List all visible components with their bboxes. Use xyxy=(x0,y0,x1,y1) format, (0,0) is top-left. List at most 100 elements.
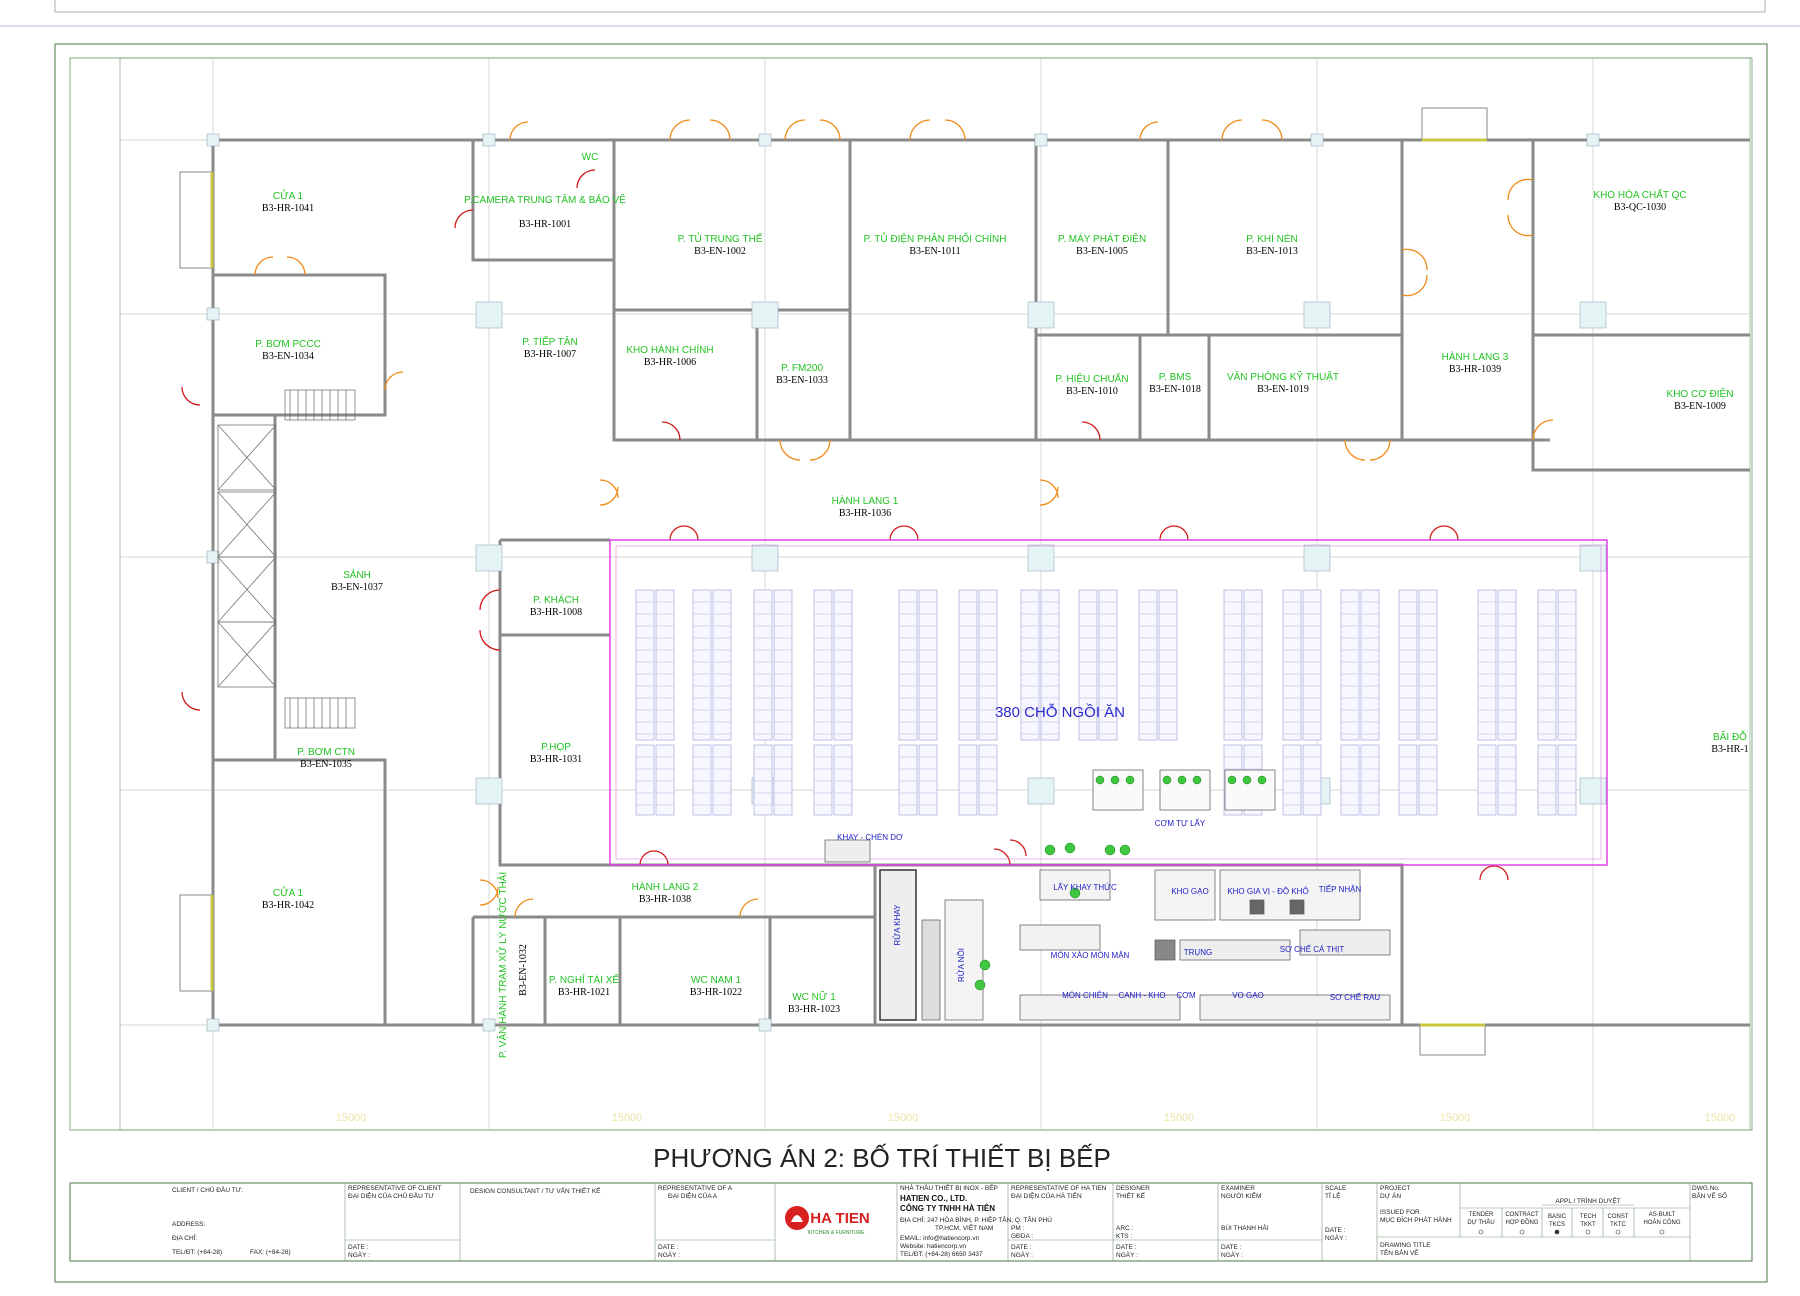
tb-company-tel: TEL/ĐT: (+84-28) 6650 3437 xyxy=(900,1251,983,1258)
grid-dim-3: 15000 xyxy=(888,1112,919,1124)
logo-text: HA TIEN xyxy=(810,1210,869,1227)
zone-label: TIẾP NHẬN xyxy=(1319,884,1362,894)
dining-table xyxy=(978,744,998,816)
zone-label: SƠ CHẾ RAU xyxy=(1330,992,1381,1002)
tb-dia-chi: ĐỊA CHỈ: xyxy=(172,1233,197,1242)
tb-drawing-title: DRAWING TITLE xyxy=(1380,1242,1431,1249)
dining-table xyxy=(1302,589,1322,741)
room-code: B3-EN-1032 xyxy=(518,944,529,996)
dining-table xyxy=(692,589,712,741)
tb-fax: FAX: (+84-28) xyxy=(250,1249,291,1256)
tb-ngay: NGÀY : xyxy=(348,1250,370,1259)
room-name: WC xyxy=(582,152,599,163)
tb-date: DATE : xyxy=(348,1244,369,1251)
tb-status-en: BASIC xyxy=(1548,1214,1567,1220)
room-code: B3-HR-1007 xyxy=(524,349,576,360)
tb-kts: KTS : xyxy=(1116,1233,1132,1240)
tb-examiner-name: BÙI THANH HẢI xyxy=(1221,1223,1269,1232)
exterior-openings xyxy=(179,107,1488,1056)
room-code: B3-EN-1009 xyxy=(1674,401,1726,412)
room-name: WC NỮ 1 xyxy=(792,990,836,1003)
tb-date-d: DATE : xyxy=(1116,1244,1137,1251)
dining-tables xyxy=(635,589,1577,816)
tb-rep-a-vi: ĐẠI DIỆN CỦA A xyxy=(668,1191,718,1200)
dining-table xyxy=(655,589,675,741)
room-name: P. TỦ TRUNG THẾ xyxy=(678,232,763,245)
tb-status-vi: HỢP ĐỒNG xyxy=(1505,1219,1538,1226)
tb-ngay-e: NGÀY : xyxy=(1221,1250,1243,1259)
drawing-title: PHƯƠNG ÁN 2: BỐ TRÍ THIẾT BỊ BẾP xyxy=(653,1143,1111,1173)
tb-scale-vi: TỈ LỆ xyxy=(1325,1191,1341,1200)
kitchen-equipment xyxy=(824,769,1391,1021)
dining-table xyxy=(1282,589,1302,741)
title-block: CLIENT / CHỦ ĐẦU TƯ: ADDRESS: ĐỊA CHỈ: T… xyxy=(69,1182,1753,1262)
zone-label: MÓN XÀO MÓN MẶN xyxy=(1051,951,1130,960)
tb-examiner: EXAMINER xyxy=(1221,1185,1255,1192)
tb-status-en: TENDER xyxy=(1469,1212,1494,1218)
room-name: P. MÁY PHÁT ĐIỆN xyxy=(1058,232,1146,245)
room-code: B3-EN-1018 xyxy=(1149,384,1201,395)
tb-status-vi: TKCS xyxy=(1549,1222,1565,1228)
tb-date-s: DATE : xyxy=(1325,1227,1346,1234)
dining-table xyxy=(1557,589,1577,741)
dining-table xyxy=(813,589,833,741)
dining-table xyxy=(1537,589,1557,741)
zone-label: LẤY KHAY THỨC xyxy=(1053,882,1117,892)
room-labels: CỬA 1 B3-HR-1041 P.CAMERA TRUNG TÂM & BẢ… xyxy=(255,152,1748,1058)
dining-table xyxy=(1477,744,1497,816)
dining-table xyxy=(1243,589,1263,741)
tb-ngay-s: NGÀY : xyxy=(1325,1233,1347,1242)
tb-ngay-a: NGÀY : xyxy=(658,1250,680,1259)
dining-table xyxy=(918,589,938,741)
tb-status-en: CONTRACT xyxy=(1505,1212,1539,1218)
dining-table xyxy=(1418,744,1438,816)
room-code: B3-HR-1022 xyxy=(690,987,742,998)
room-name: P.HỌP xyxy=(541,742,571,753)
tb-examiner-vi: NGƯỜI KIỂM xyxy=(1221,1191,1261,1200)
tb-status-vi: TKTC xyxy=(1610,1222,1626,1228)
zone-label: KHO GẠO xyxy=(1171,887,1208,896)
dining-table xyxy=(898,589,918,741)
dining-table xyxy=(773,589,793,741)
room-name: BÃI ĐỖ xyxy=(1713,730,1747,743)
tb-contractor: NHÀ THẦU THIẾT BỊ INOX - BẾP xyxy=(900,1182,998,1192)
tb-website: Website: hatiencorp.vn xyxy=(900,1243,966,1250)
room-name: CỬA 1 xyxy=(273,886,304,899)
tb-date-ht: DATE : xyxy=(1011,1244,1032,1251)
dining-table xyxy=(655,744,675,816)
tb-issued-vi: MỤC ĐÍCH PHÁT HÀNH xyxy=(1380,1215,1452,1224)
room-code: B3-EN-1011 xyxy=(909,246,960,257)
tb-status-vi: TKKT xyxy=(1580,1222,1596,1228)
grid-dim-5: 15000 xyxy=(1440,1112,1471,1124)
zone-label: KHO GIA VỊ - ĐỒ KHÔ xyxy=(1227,886,1308,896)
dining-table xyxy=(958,744,978,816)
tb-dwg-no-vi: BẢN VẼ SỐ xyxy=(1692,1190,1727,1200)
room-code: B3-HR-1039 xyxy=(1449,364,1501,375)
room-code: B3-EN-1037 xyxy=(331,582,383,593)
dining-table xyxy=(833,744,853,816)
dining-hall-boundary xyxy=(609,539,1608,866)
room-code: B3-EN-1010 xyxy=(1066,386,1118,397)
dining-table xyxy=(1340,589,1360,741)
room-name: P. VẬN HÀNH TRẠM XỬ LÝ NƯỚC THẢI xyxy=(496,872,509,1058)
tb-company-vi: CÔNG TY TNHH HÀ TIÊN xyxy=(900,1204,995,1213)
dining-table xyxy=(773,744,793,816)
room-code: B3-HR-1036 xyxy=(839,508,891,519)
staircases xyxy=(284,389,356,729)
tb-email: EMAIL: info@hatiencorp.vn xyxy=(900,1235,980,1242)
zone-label: KHAY - CHÉN DƠ xyxy=(837,833,903,842)
room-name: P. KHÍ NÉN xyxy=(1246,232,1298,245)
tb-scale: SCALE xyxy=(1325,1185,1347,1192)
tb-company-addr: ĐỊA CHỈ: 247 HÒA BÌNH, P. HIỆP TÂN, Q. T… xyxy=(900,1215,1052,1224)
grid-dim-1: 15000 xyxy=(336,1112,367,1124)
room-code: B3-EN-1033 xyxy=(776,375,828,386)
tb-date-a: DATE : xyxy=(658,1244,679,1251)
room-name: KHO HÓA CHẤT QC xyxy=(1593,188,1686,201)
dining-table xyxy=(1360,744,1380,816)
dining-table xyxy=(753,744,773,816)
room-code: B3-EN-1005 xyxy=(1076,246,1128,257)
room-name: KHO HÀNH CHÍNH xyxy=(626,343,713,356)
tb-project: PROJECT xyxy=(1380,1185,1410,1192)
dining-table xyxy=(1302,744,1322,816)
room-name: P. TIẾP TÂN xyxy=(522,335,577,348)
